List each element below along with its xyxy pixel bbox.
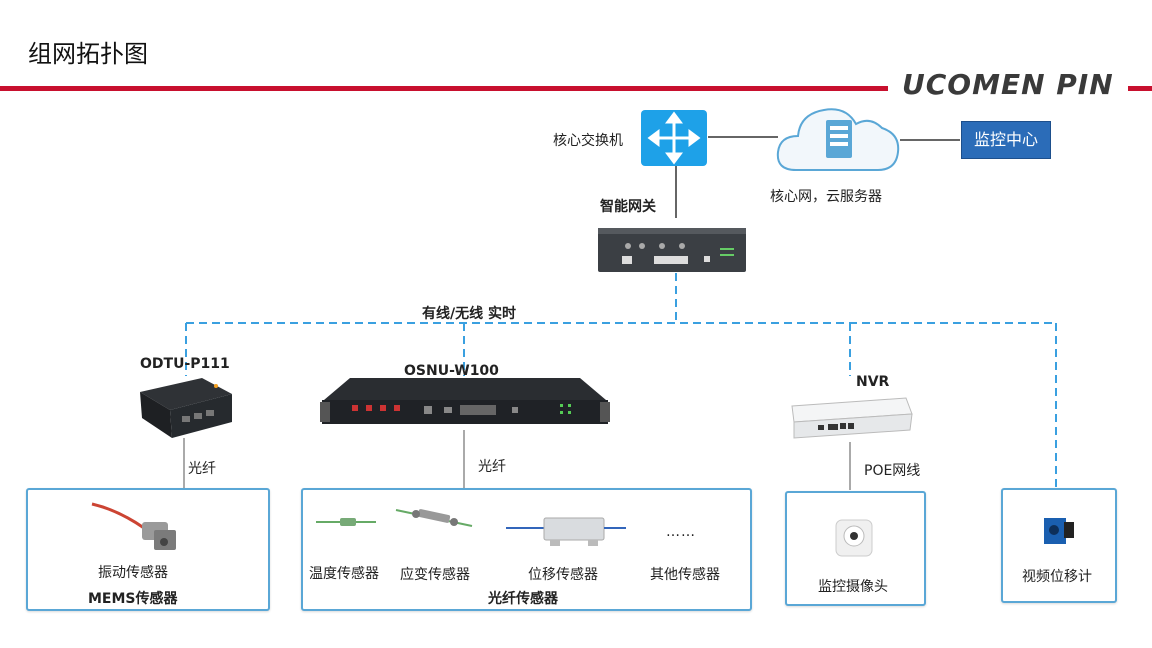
displacement-sensor-icon: [506, 517, 626, 546]
odtu-label: ODTU-P111: [140, 356, 230, 372]
other-sensors-ellipsis: ……: [666, 524, 696, 540]
nvr-label: NVR: [856, 374, 890, 390]
page-title: 组网拓扑图: [28, 40, 148, 68]
nvr-device-icon: [791, 397, 913, 439]
mems-sensor-group: [26, 488, 270, 611]
osnu-device-icon: [320, 378, 610, 424]
mems-group-title: MEMS传感器: [88, 591, 178, 607]
displacement-sensor-label: 位移传感器: [528, 567, 598, 583]
odtu-device-icon: [140, 378, 232, 438]
fiber-label-2: 光纤: [478, 459, 506, 475]
header-red-bar-right: [1128, 86, 1152, 91]
fiber-group-title: 光纤传感器: [488, 591, 558, 607]
monitor-center-box: 监控中心: [961, 121, 1051, 159]
other-sensor-label: 其他传感器: [650, 567, 720, 583]
temperature-sensor-icon: [316, 518, 376, 526]
video-displacement-meter-icon: [1044, 518, 1074, 544]
camera-label: 监控摄像头: [818, 579, 888, 595]
brand-logo: UCOMEN PIN: [902, 68, 1114, 101]
camera-icon: [835, 519, 873, 557]
gateway-label: 智能网关: [600, 199, 656, 215]
fiber-label-1: 光纤: [188, 461, 216, 477]
temperature-sensor-label: 温度传感器: [309, 566, 379, 582]
video-meter-group: [1001, 488, 1117, 603]
strain-sensor-label: 应变传感器: [400, 567, 470, 583]
fiber-sensor-group: [301, 488, 752, 611]
core-switch-label: 核心交换机: [553, 133, 623, 149]
poe-label: POE网线: [864, 463, 921, 479]
osnu-label: OSNU-W100: [404, 363, 499, 379]
vibration-sensor-label: 振动传感器: [98, 565, 168, 581]
strain-sensor-icon: [395, 509, 473, 527]
gateway-device-icon: [598, 228, 746, 272]
header-red-bar: [0, 86, 888, 91]
cloud-label: 核心网，云服务器: [770, 189, 882, 205]
vibration-sensor-icon: [91, 502, 176, 550]
core-switch-icon: [641, 110, 707, 166]
cloud-icon: [776, 108, 900, 171]
link-label: 有线/无线 实时: [422, 306, 516, 322]
video-meter-label: 视频位移计: [1022, 569, 1092, 585]
